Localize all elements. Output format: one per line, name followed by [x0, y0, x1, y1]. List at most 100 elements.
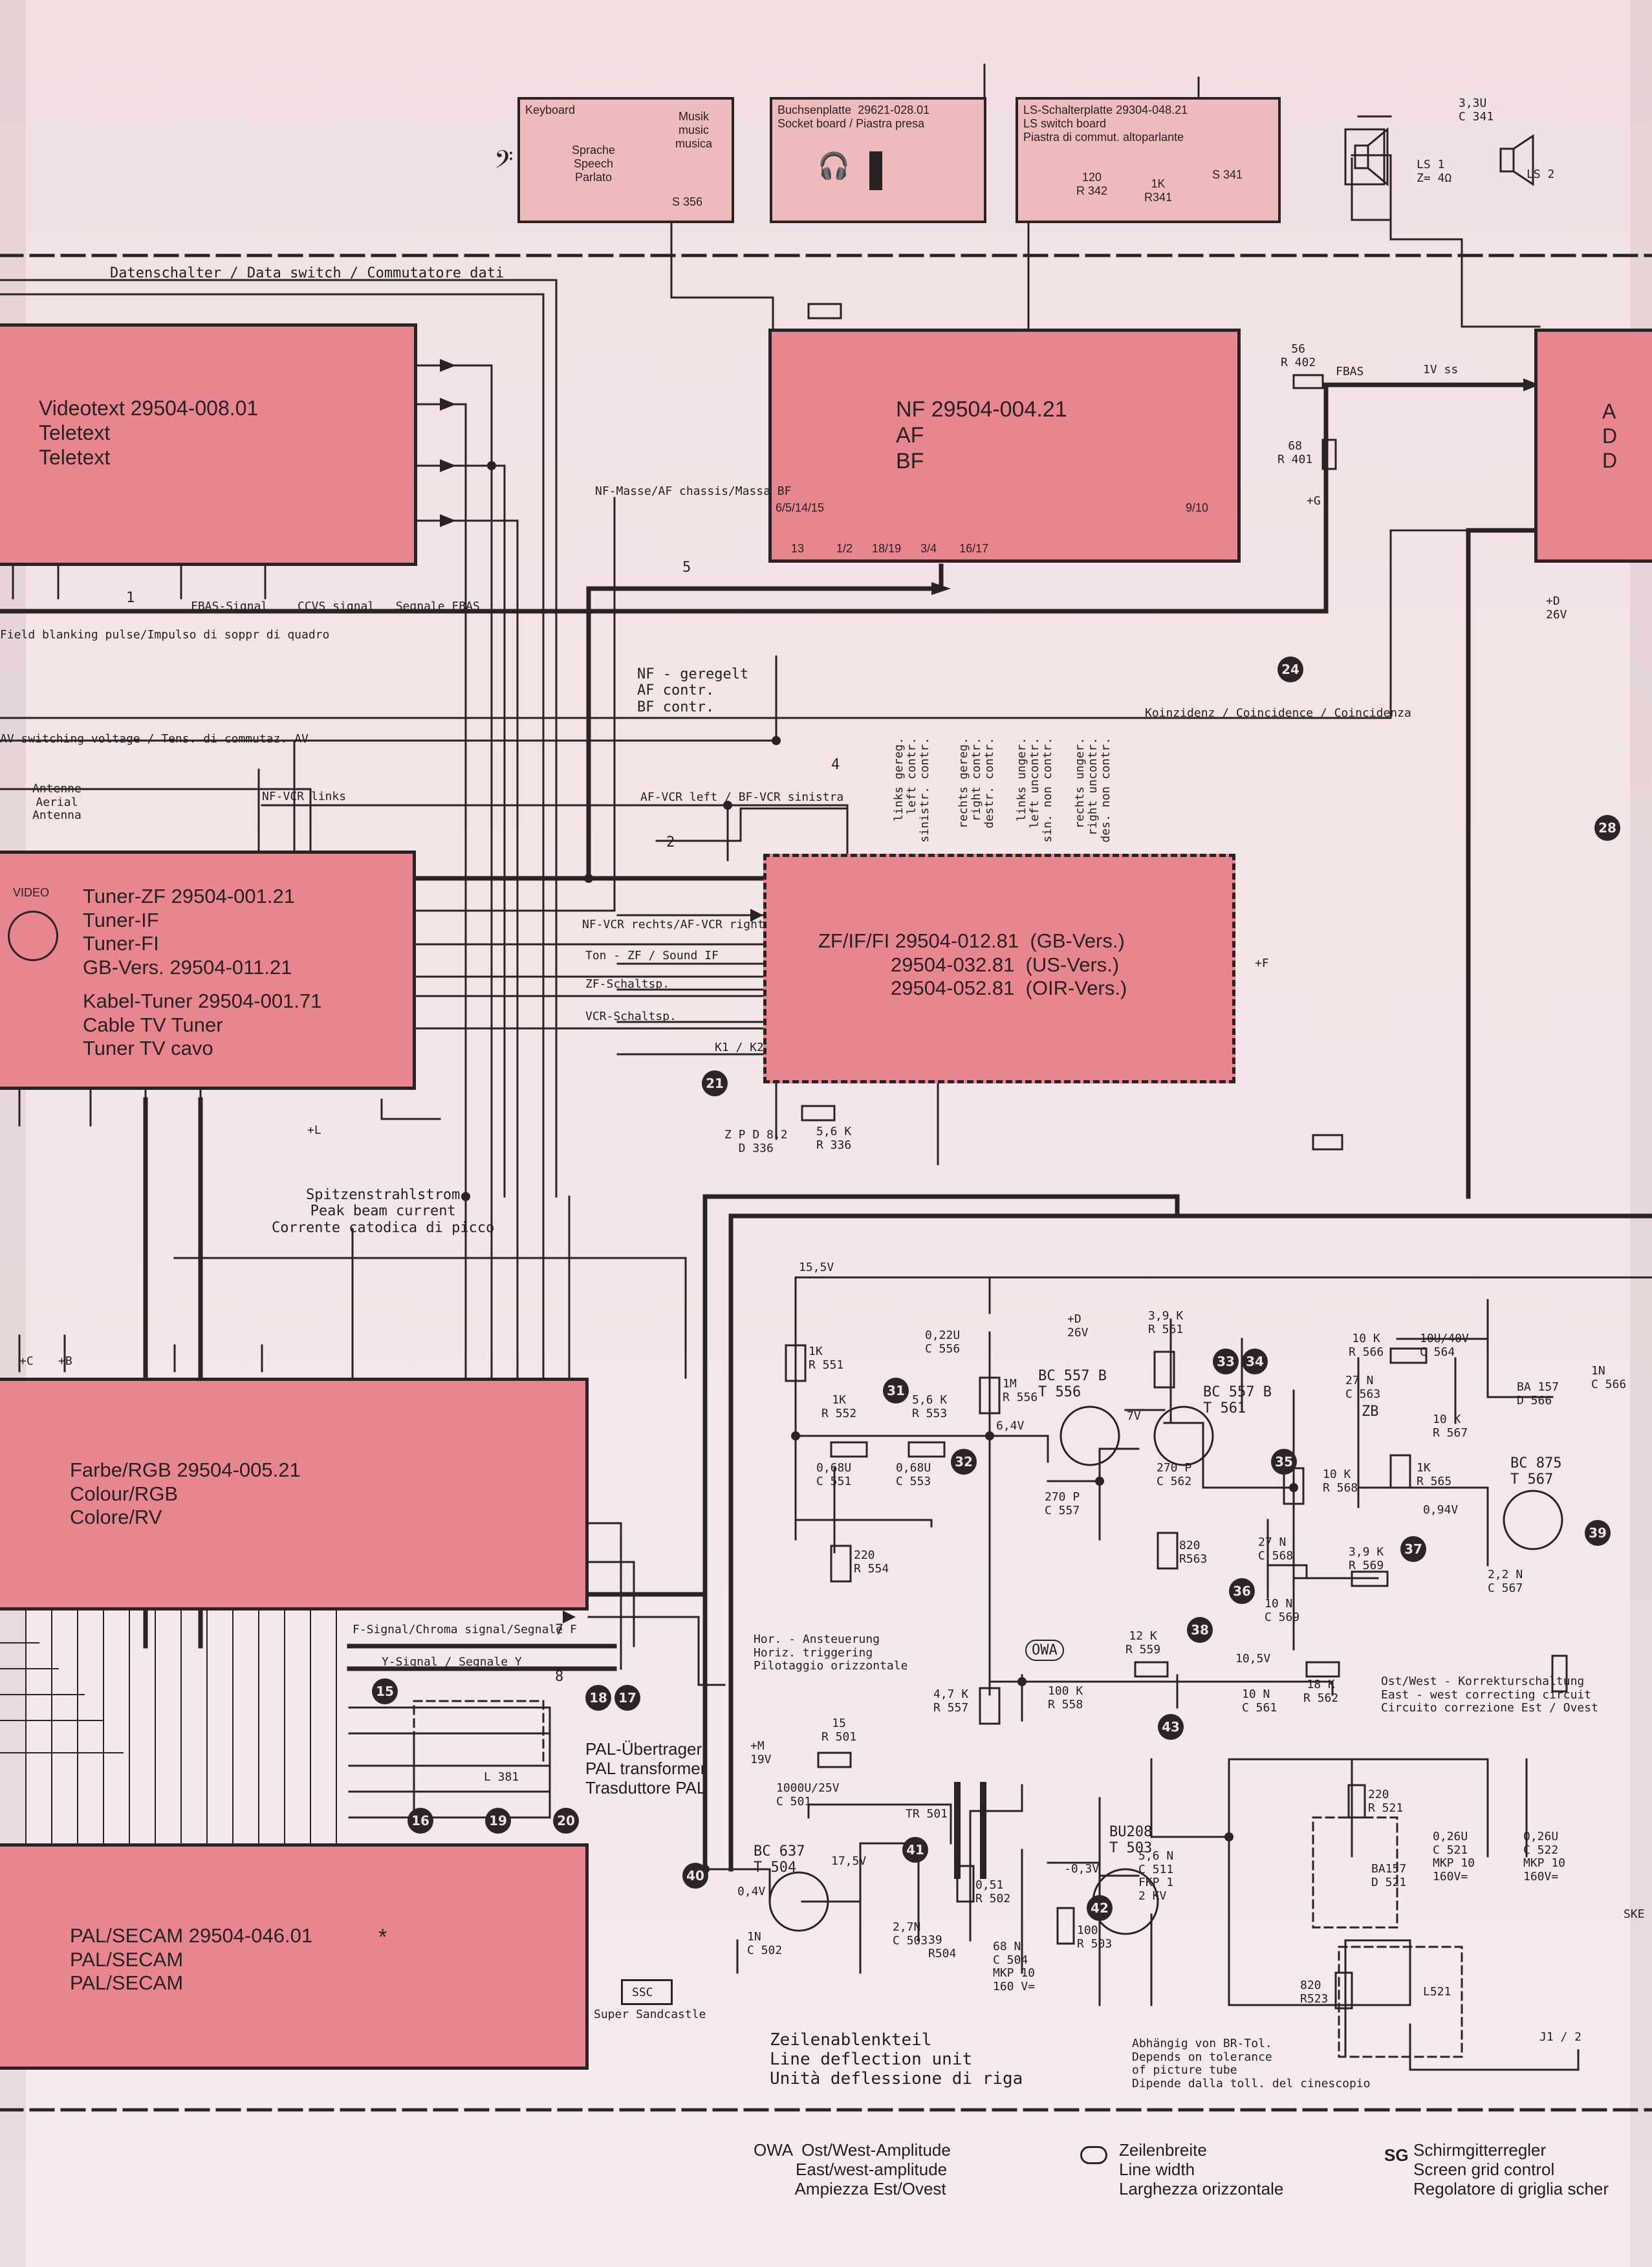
plus-b-label: +B	[58, 1354, 72, 1368]
bus-8-label: 8	[555, 1669, 564, 1685]
koinzidenz-label: Koinzidenz / Coincidence / Coincidenza	[1145, 706, 1411, 720]
nf-left-pins: 6/5/14/15	[776, 501, 825, 514]
nf-masse-label: NF-Masse/AF chassis/Massa BF	[595, 484, 792, 498]
spitzen-label: Spitzenstrahlstrom Peak beam current Cor…	[272, 1187, 495, 1236]
c568-label: 27 N C 568	[1258, 1535, 1294, 1563]
bus-7-label: 7	[555, 1622, 564, 1638]
node-16: 16	[408, 1808, 433, 1834]
pal-star: *	[378, 1925, 387, 1949]
ske-label: SKE	[1624, 1907, 1645, 1921]
vert-label-destr-contr: destr. contr.	[983, 737, 996, 829]
k1k2-label: K1 / K2	[715, 1041, 764, 1054]
c561-label: 10 N C 561	[1242, 1687, 1277, 1715]
node-35: 35	[1271, 1449, 1297, 1475]
fbas-signal-label: FBAS-Signal	[191, 600, 268, 613]
r565-label: 1K R 565	[1417, 1461, 1452, 1488]
r336-label: 5,6 K R 336	[816, 1125, 852, 1152]
node-17: 17	[614, 1685, 640, 1711]
f-signal-label: F-Signal/Chroma signal/Segnale F	[353, 1623, 577, 1636]
c522-label: 0,26U C 522 MKP 10 160V=	[1523, 1830, 1566, 1884]
vert-label-rechts-gereg: rechts gereg.	[957, 737, 970, 829]
zf-module: ZF/IF/FI 29504-012.81 (GB-Vers.) 29504-0…	[763, 854, 1235, 1083]
bass-clef-icon: 𝄢	[494, 146, 514, 179]
super-sandcastle-label: Super Sandcastle	[594, 2008, 706, 2021]
v04-label: 0,4V	[737, 1885, 766, 1898]
r551-label: 1K R 551	[809, 1345, 844, 1372]
abh-label: Abhängig von BR-Tol. Depends on toleranc…	[1132, 2037, 1371, 2091]
node-24: 24	[1277, 656, 1303, 682]
headphone-icon: 🎧	[818, 152, 850, 180]
node-33: 33	[1213, 1349, 1239, 1374]
node-21: 21	[702, 1070, 728, 1096]
vert-label-des-non-contr: des. non contr.	[1099, 737, 1113, 843]
zpd-label: Z P D 8,2 D 336	[724, 1128, 788, 1155]
keyboard-title: Keyboard	[525, 103, 576, 116]
plus-l-label: +L	[307, 1123, 321, 1137]
line-width-icon	[1080, 2146, 1107, 2164]
node-15: 15	[372, 1678, 398, 1704]
socket-board: Buchsenplatte 29621-028.01 Socket board …	[770, 97, 986, 223]
c553-label: 0,68U C 553	[896, 1461, 931, 1488]
ssc-label: SSC	[632, 1986, 653, 1999]
pal-secam-module: PAL/SECAM 29504-046.01 PAL/SECAM PAL/SEC…	[0, 1843, 589, 2070]
scart-socket-icon	[8, 911, 58, 961]
node-40: 40	[682, 1863, 708, 1889]
ostwest-label: Ost/West - Korrekturschaltung East - wes…	[1381, 1675, 1598, 1715]
r558-label: 100 K R 558	[1048, 1684, 1083, 1711]
node-38: 38	[1187, 1617, 1213, 1643]
videotext-module: Videotext 29504-008.01 Teletext Teletext	[0, 323, 417, 566]
v64-label: 6,4V	[996, 1419, 1025, 1433]
node-31: 31	[883, 1378, 909, 1404]
data-switch-label: Datenschalter / Data switch / Commutator…	[110, 265, 505, 281]
right-module: A D D	[1534, 329, 1652, 563]
t503-label: BU208 T 503	[1109, 1824, 1153, 1857]
zf-schaltsp-label: ZF-Schaltsp.	[585, 977, 670, 991]
r402-label: 56 R 402	[1281, 342, 1316, 369]
r557-label: 4,7 K R 557	[933, 1687, 969, 1715]
legend-sg: Schirmgitterregler Screen grid control R…	[1413, 2140, 1609, 2198]
af-vcr-left-label: AF-VCR left / BF-VCR sinistra	[640, 790, 844, 804]
tuner-title: Tuner-ZF 29504-001.21 Tuner-IF Tuner-FI …	[83, 885, 295, 979]
c556-label: 0,22U C 556	[925, 1329, 961, 1356]
node-32: 32	[951, 1449, 977, 1475]
r559-label: 12 K R 559	[1125, 1629, 1161, 1656]
y-signal-label: Y-Signal / Segnale Y	[382, 1655, 522, 1669]
v155-label: 15,5V	[799, 1261, 834, 1274]
ccvs-label: CCVS signal Segnale FBAS	[298, 600, 480, 613]
nf-title: NF 29504-004.21 AF BF	[896, 397, 1067, 474]
r342-label: 120 R 342	[1076, 171, 1108, 198]
r504-label: 39 R504	[928, 1933, 957, 1960]
d26v2-label: +D 26V	[1067, 1312, 1089, 1340]
l381-label: L 381	[484, 1770, 519, 1784]
legend-sg-key: SG	[1384, 2145, 1409, 2165]
tuner-module: Tuner-ZF 29504-001.21 Tuner-IF Tuner-FI …	[0, 851, 416, 1090]
vss-label: 1V ss	[1423, 363, 1459, 376]
v7-label: 7V	[1127, 1409, 1141, 1423]
nf-vcr-links-label: NF-VCR links	[262, 790, 347, 803]
vert-label-sinistr-contr: sinistr. contr.	[918, 737, 931, 843]
c503-label: 2,7N C 503	[893, 1920, 928, 1947]
r502-label: 0,51 R 502	[975, 1878, 1011, 1905]
legend-zb: Zeilenbreite Line width Larghezza orizzo…	[1119, 2140, 1284, 2198]
av-switch-label: AV switching voltage / Tens. di commutaz…	[0, 732, 309, 746]
bus-1-label: 1	[126, 590, 135, 606]
r568-label: 10 K R 568	[1323, 1468, 1358, 1495]
d566-label: BA 157 D 566	[1517, 1380, 1560, 1407]
ton-zf-label: Ton - ZF / Sound IF	[585, 949, 719, 962]
ls-switch-board: LS-Schalterplatte 29304-048.21 LS switch…	[1016, 97, 1281, 223]
socket-title: Buchsenplatte 29621-028.01 Socket board …	[777, 103, 930, 131]
node-42: 42	[1087, 1895, 1113, 1921]
nf-geregelt-label: NF - geregelt AF contr. BF contr.	[637, 666, 749, 715]
vert-label-right-contr: right contr.	[970, 737, 983, 822]
c569-label: 10 N C 569	[1265, 1597, 1300, 1624]
c557-label: 270 P C 557	[1045, 1490, 1080, 1517]
t567-label: BC 875 T 567	[1510, 1455, 1562, 1488]
r566-label: 10 K R 566	[1349, 1332, 1384, 1359]
node-41: 41	[902, 1837, 928, 1863]
farbe-module: Farbe/RGB 29504-005.21 Colour/RGB Colore…	[0, 1378, 589, 1611]
node-34: 34	[1242, 1349, 1268, 1374]
node-20: 20	[553, 1808, 579, 1834]
vert-label-links-unger: links unger.	[1015, 737, 1028, 822]
antenne-label: Antenne Aerial Antenna	[32, 782, 82, 823]
nf-right-pins: 9/10	[1186, 501, 1209, 514]
